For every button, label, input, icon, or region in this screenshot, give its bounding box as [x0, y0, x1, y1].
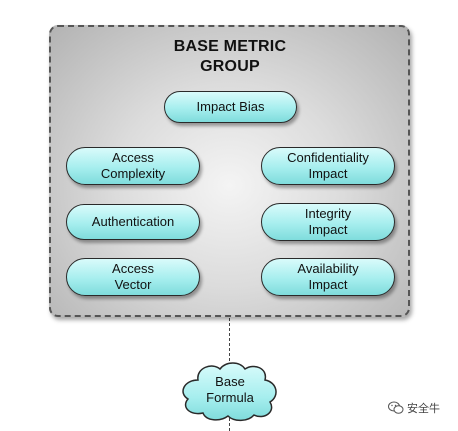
watermark: 安全牛 — [388, 400, 440, 416]
availability-impact-label: Availability Impact — [297, 261, 359, 292]
availability-impact-node: Availability Impact — [261, 258, 395, 296]
wechat-icon — [388, 401, 404, 414]
confidentiality-impact-label: Confidentiality Impact — [287, 150, 369, 181]
impact-bias-node: Impact Bias — [164, 91, 297, 123]
watermark-text: 安全牛 — [407, 403, 440, 415]
base-formula-label: Base Formula — [206, 374, 254, 405]
access-complexity-label: Access Complexity — [100, 150, 166, 181]
base-formula-cloud-shape — [182, 362, 277, 422]
confidentiality-impact-node: Confidentiality Impact — [261, 147, 395, 185]
group-title-line-2: GROUP — [200, 58, 260, 75]
access-vector-label: Access Vector — [112, 261, 154, 292]
integrity-impact-label: Integrity Impact — [304, 206, 352, 237]
impact-bias-label: Impact Bias — [196, 99, 265, 114]
access-vector-node: Access Vector — [66, 258, 200, 296]
authentication-label: Authentication — [91, 214, 175, 229]
authentication-node: Authentication — [66, 204, 200, 240]
group-title-line-1: BASE METRIC — [173, 38, 287, 55]
access-complexity-node: Access Complexity — [66, 147, 200, 185]
integrity-impact-node: Integrity Impact — [261, 203, 395, 241]
group-title: BASE METRIC GROUP — [140, 37, 320, 77]
